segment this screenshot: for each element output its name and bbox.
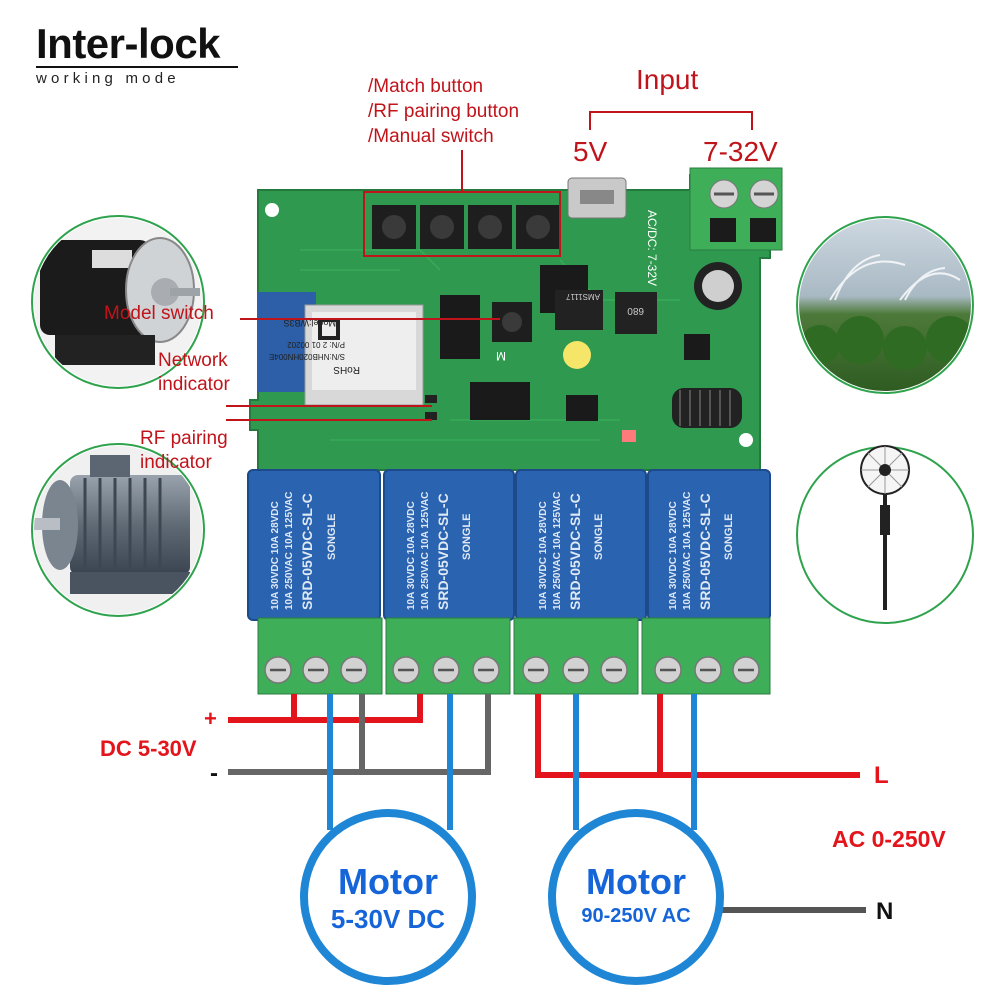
relay-rating-4a: 10A 250VAC 10A 125VAC xyxy=(682,492,693,610)
motor-ac xyxy=(548,809,724,985)
power-label: AC/DC: 7-32V xyxy=(645,210,659,286)
manual-switch-label: /Manual switch xyxy=(368,126,494,147)
relay-rating-1a: 10A 250VAC 10A 125VAC xyxy=(284,492,295,610)
wifi-module-rohs: RoHS xyxy=(333,364,360,375)
input-7-32v-label: 7-32V xyxy=(703,136,778,167)
match-button-label: /Match button xyxy=(368,76,484,97)
relay-brand-3: SONGLE xyxy=(593,514,605,560)
relay-rating-3b: 10A 30VDC 10A 28VDC xyxy=(538,501,549,610)
tactile-buttons xyxy=(372,205,560,249)
relay-brand-2: SONGLE xyxy=(461,514,473,560)
motor-dc xyxy=(300,809,476,985)
input-label: Input xyxy=(636,64,699,95)
dc-minus-sign: - xyxy=(210,760,218,787)
relay-model-3: SRD-05VDC-SL-C xyxy=(567,493,583,610)
wifi-module-model: Model:WB3S xyxy=(283,318,336,328)
relay-model-2: SRD-05VDC-SL-C xyxy=(435,493,451,610)
switch-mark: M xyxy=(496,349,506,363)
callout-lines xyxy=(226,111,753,421)
rf-pairing-indicator-label-1: RF pairing xyxy=(140,428,228,449)
ac-n-label: N xyxy=(876,898,894,925)
relay-rating-4b: 10A 30VDC 10A 28VDC xyxy=(668,501,679,610)
ac-electric-motor-photo xyxy=(31,443,205,617)
standing-fan-photo xyxy=(796,445,974,624)
motor-dc-title: Motor xyxy=(338,861,438,902)
title-underline xyxy=(36,66,238,68)
motor-dc-spec: 5-30V DC xyxy=(331,904,445,934)
model-switch-label: Model switch xyxy=(104,303,214,324)
dc-plus-sign: + xyxy=(204,706,217,731)
dc-voltage-label: DC 5-30V xyxy=(100,736,197,761)
rf-pairing-indicator-label-2: indicator xyxy=(140,452,212,473)
garden-sprinkler-photo xyxy=(796,216,974,394)
relay-brand-4: SONGLE xyxy=(723,514,735,560)
relay-model-4: SRD-05VDC-SL-C xyxy=(697,493,713,610)
input-5v-label: 5V xyxy=(573,136,608,167)
regulator-label: AMS1117 xyxy=(566,292,600,301)
relay-rating-2a: 10A 250VAC 10A 125VAC xyxy=(420,492,431,610)
terminal-blocks xyxy=(257,617,771,695)
page-title: Inter-lock xyxy=(36,20,221,67)
relay-brand-1: SONGLE xyxy=(326,514,338,560)
network-indicator-label-1: Network xyxy=(158,350,228,371)
motor-ac-title: Motor xyxy=(586,861,686,902)
rf-pairing-button-label: /RF pairing button xyxy=(368,101,520,122)
relay-rating-1b: 10A 30VDC 10A 28VDC xyxy=(270,501,281,610)
relay-2: SRD-05VDC-SL-C 10A 250VAC 10A 125VAC 10A… xyxy=(383,469,515,621)
inductor-label: 680 xyxy=(627,305,644,316)
ac-voltage-label: AC 0-250V xyxy=(832,826,946,852)
relay-rating-2b: 10A 30VDC 10A 28VDC xyxy=(406,501,417,610)
ac-wiring xyxy=(535,694,866,913)
relay-3: SRD-05VDC-SL-C 10A 250VAC 10A 125VAC 10A… xyxy=(515,469,647,621)
wifi-module-sn: S/N:NHB020HN004E xyxy=(269,352,345,361)
relay-model-1: SRD-05VDC-SL-C xyxy=(299,493,315,610)
relay-rating-3a: 10A 250VAC 10A 125VAC xyxy=(552,492,563,610)
dc-motor-photo xyxy=(31,215,205,389)
dc-wiring xyxy=(228,694,491,830)
relay-4: SRD-05VDC-SL-C 10A 250VAC 10A 125VAC 10A… xyxy=(647,469,771,621)
ac-l-label: L xyxy=(874,762,889,789)
wifi-module-pn: P/N: 2 01 00202 xyxy=(287,340,345,349)
motor-ac-spec: 90-250V AC xyxy=(581,905,690,927)
page-subtitle: working mode xyxy=(36,70,180,87)
relay-1: SRD-05VDC-SL-C 10A 250VAC 10A 125VAC 10A… xyxy=(247,469,381,621)
network-indicator-label-2: indicator xyxy=(158,374,230,395)
